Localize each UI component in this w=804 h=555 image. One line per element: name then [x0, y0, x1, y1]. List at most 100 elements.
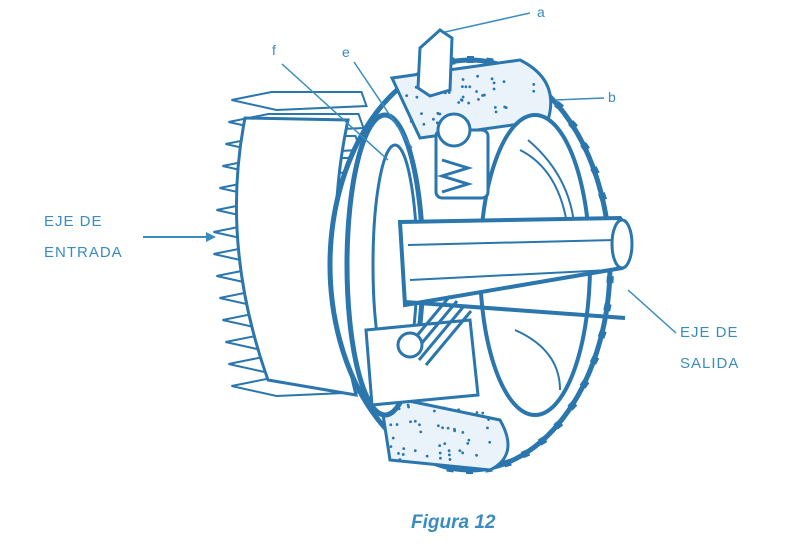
friction-dot: [432, 409, 436, 413]
friction-dot: [492, 81, 496, 85]
top-spring: [436, 158, 474, 194]
friction-dot: [458, 449, 462, 453]
friction-dot: [532, 89, 536, 93]
friction-dot: [420, 112, 423, 116]
friction-dot: [398, 458, 402, 461]
output-gear-tooth: [606, 275, 614, 284]
friction-dot: [464, 85, 468, 89]
shaft-end: [610, 218, 634, 270]
output-gear-tooth: [568, 120, 578, 131]
friction-dot: [389, 445, 393, 448]
friction-dot: [391, 436, 395, 440]
friction-dot: [425, 454, 429, 458]
output-gear-tooth: [603, 303, 612, 312]
friction-dot: [413, 419, 417, 423]
friction-dot: [447, 449, 451, 453]
friction-dot: [475, 411, 479, 414]
top-key-block: [416, 28, 454, 98]
output-shaft-label-line1: EJE DE: [680, 324, 739, 341]
callout-e: e: [342, 44, 351, 60]
friction-dot: [432, 117, 435, 121]
friction-dot: [492, 87, 496, 91]
friction-dot: [459, 98, 463, 102]
friction-dot: [448, 458, 452, 461]
friction-band-bottom: [378, 393, 510, 472]
friction-dot: [461, 451, 465, 455]
friction-dot: [409, 119, 413, 123]
friction-dot: [475, 453, 479, 457]
friction-dot: [461, 78, 465, 81]
leader-e: [353, 61, 413, 149]
friction-dot: [401, 453, 405, 456]
friction-dot: [453, 429, 457, 433]
leader-f: [281, 63, 389, 161]
friction-dot: [503, 105, 507, 109]
friction-dot: [438, 444, 442, 448]
output-gear-tooth: [598, 192, 608, 202]
friction-dot: [409, 420, 412, 424]
friction-dot: [461, 431, 465, 434]
output-gear-tooth: [590, 166, 600, 176]
friction-dot: [502, 80, 506, 83]
output-gear-tooth: [503, 458, 512, 468]
friction-dot: [419, 430, 423, 434]
leader-b: [554, 97, 605, 101]
friction-dot: [467, 438, 471, 442]
friction-dot: [493, 105, 497, 109]
friction-dot: [481, 411, 485, 415]
friction-dot: [447, 453, 451, 457]
friction-dot: [395, 423, 399, 426]
bottom-key-block: [364, 318, 480, 407]
output-gear-tooth: [467, 56, 474, 63]
friction-dot: [439, 456, 442, 460]
friction-dot: [442, 406, 446, 410]
leader-a: [444, 12, 531, 33]
output-gear-tooth: [567, 400, 578, 411]
output-gear-tooth: [553, 419, 564, 430]
bottom-spring-end: [396, 331, 424, 359]
output-gear-tooth: [579, 379, 590, 389]
output-gear-tooth: [554, 100, 564, 111]
input-shaft-label-line2: ENTRADA: [44, 244, 123, 261]
bottom-spring: [403, 295, 473, 366]
friction-dot: [490, 77, 494, 81]
friction-dot: [441, 426, 444, 430]
friction-dot: [405, 94, 409, 98]
friction-dot: [397, 452, 400, 455]
friction-dot: [418, 423, 421, 427]
input-gear-tooth: [231, 91, 368, 112]
output-gear-tooth: [520, 449, 531, 459]
leader-output-shaft: [627, 289, 677, 334]
friction-dot: [438, 451, 442, 455]
friction-dot: [466, 441, 470, 445]
output-gear-tooth: [580, 142, 590, 152]
friction-dot: [457, 408, 461, 412]
friction-dot: [402, 447, 406, 451]
friction-dot: [488, 440, 492, 444]
friction-dot: [494, 110, 498, 114]
friction-dot: [389, 423, 393, 427]
friction-dot: [477, 97, 480, 101]
callout-a: a: [537, 4, 546, 20]
friction-dot: [487, 418, 490, 421]
friction-dot: [467, 101, 471, 105]
callout-f: f: [272, 42, 277, 58]
shaft-groove-2: [409, 269, 611, 281]
output-gear-tooth: [597, 329, 607, 339]
friction-dot: [457, 101, 461, 104]
leader-input-arrowhead: [206, 232, 216, 242]
friction-dot: [468, 85, 472, 89]
friction-dot: [475, 90, 478, 93]
friction-dot: [483, 93, 486, 97]
friction-dot: [436, 111, 440, 115]
friction-dot: [406, 403, 410, 407]
figure-caption: Figura 12: [411, 512, 496, 533]
friction-dot: [532, 83, 536, 86]
friction-dot: [476, 74, 480, 78]
output-shaft-label-line2: SALIDA: [680, 355, 740, 372]
friction-dot: [461, 95, 465, 99]
friction-dot: [460, 85, 464, 89]
friction-dot: [486, 426, 489, 430]
